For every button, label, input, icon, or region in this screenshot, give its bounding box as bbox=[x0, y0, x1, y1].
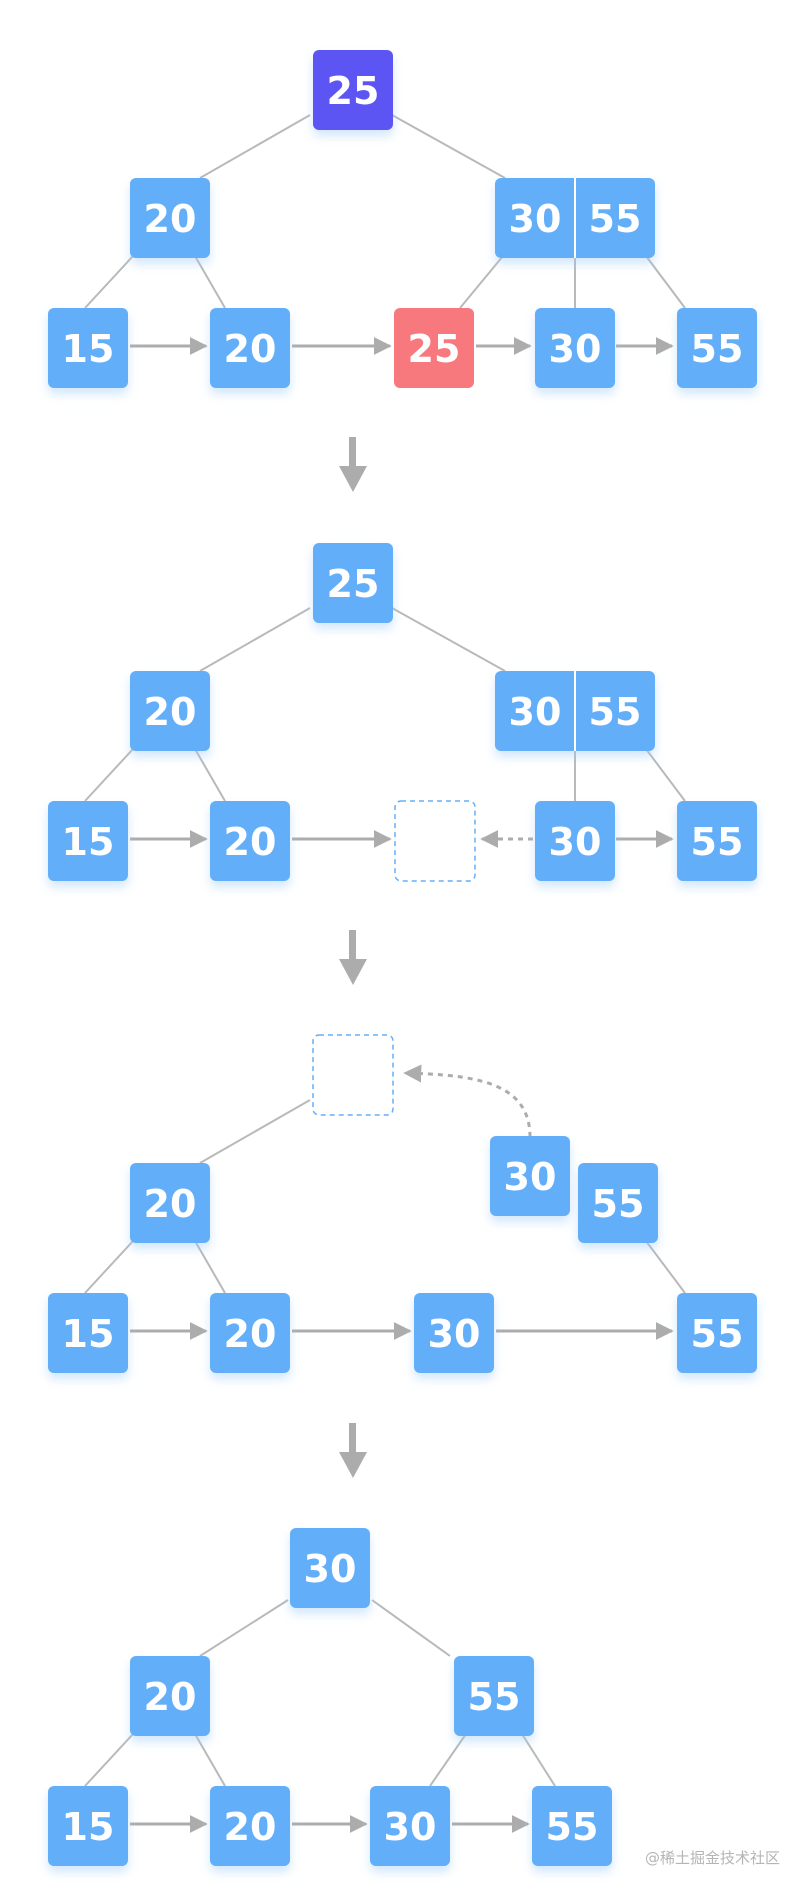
edge bbox=[84, 748, 134, 802]
node-key: 25 bbox=[408, 327, 461, 371]
node-key: 15 bbox=[62, 1312, 115, 1356]
edge bbox=[84, 255, 134, 309]
stage-3-edges bbox=[84, 1099, 686, 1294]
transition-arrow-down bbox=[339, 437, 367, 492]
edge bbox=[199, 607, 311, 672]
edge bbox=[199, 114, 311, 179]
internal-node: 20 bbox=[130, 1163, 210, 1243]
node-key: 30 bbox=[428, 1312, 481, 1356]
edge bbox=[199, 1099, 311, 1164]
edge bbox=[391, 607, 506, 672]
edge bbox=[371, 1599, 451, 1657]
move-up-dashed-arrow bbox=[403, 1064, 532, 1138]
leaf-node: 20 bbox=[210, 801, 290, 881]
node-key: 15 bbox=[62, 820, 115, 864]
root-node: 30 bbox=[290, 1528, 370, 1608]
internal-node: 20 bbox=[130, 671, 210, 751]
node-key: 20 bbox=[144, 197, 197, 241]
leaf-node: 55 bbox=[677, 1293, 757, 1373]
node-key: 30 bbox=[549, 820, 602, 864]
stage-1-edges bbox=[84, 114, 686, 309]
leaf-node: 15 bbox=[48, 308, 128, 388]
watermark-text: @稀土掘金技术社区 bbox=[644, 1849, 780, 1867]
leaf-node: 55 bbox=[677, 801, 757, 881]
stage-4-edges bbox=[84, 1599, 556, 1787]
root-node: 25 bbox=[313, 543, 393, 623]
node-key: 55 bbox=[468, 1675, 521, 1719]
edge bbox=[194, 255, 226, 309]
leaf-node: 15 bbox=[48, 1293, 128, 1373]
node-key: 30 bbox=[509, 197, 562, 241]
node-key: 30 bbox=[304, 1547, 357, 1591]
node-key: 20 bbox=[224, 1312, 277, 1356]
node-key: 55 bbox=[589, 690, 642, 734]
transition-arrow-down bbox=[339, 1423, 367, 1478]
edge bbox=[521, 1733, 556, 1787]
internal-node: 55 bbox=[578, 1163, 658, 1243]
stage-4: 30 20 55 15 20 30 55 bbox=[48, 1528, 612, 1866]
node-key: 30 bbox=[384, 1805, 437, 1849]
leaf-placeholder bbox=[394, 800, 476, 882]
node-key: 55 bbox=[691, 1312, 744, 1356]
node-key: 20 bbox=[224, 327, 277, 371]
leaf-node-highlight: 25 bbox=[394, 308, 474, 388]
leaf-node: 30 bbox=[414, 1293, 494, 1373]
edge bbox=[194, 1733, 226, 1787]
node-key: 15 bbox=[62, 327, 115, 371]
edge bbox=[645, 255, 686, 309]
stage-2: 25 20 30 55 15 20 30 55 bbox=[48, 543, 757, 882]
root-placeholder bbox=[312, 1034, 394, 1116]
transition-arrow-down bbox=[339, 930, 367, 985]
edge bbox=[429, 1733, 467, 1787]
node-key: 20 bbox=[144, 1182, 197, 1226]
node-key: 20 bbox=[144, 1675, 197, 1719]
leaf-node: 55 bbox=[677, 308, 757, 388]
internal-node: 20 bbox=[130, 178, 210, 258]
node-key: 55 bbox=[691, 327, 744, 371]
edge bbox=[199, 1599, 289, 1657]
edge bbox=[459, 255, 504, 309]
leaf-node: 30 bbox=[370, 1786, 450, 1866]
leaf-node: 15 bbox=[48, 1786, 128, 1866]
edge bbox=[84, 1240, 134, 1294]
internal-node: 20 bbox=[130, 1656, 210, 1736]
node-key: 30 bbox=[504, 1155, 557, 1199]
edge bbox=[645, 748, 686, 802]
node-key: 20 bbox=[224, 820, 277, 864]
edge bbox=[194, 1240, 226, 1294]
edge bbox=[84, 1733, 134, 1787]
edge bbox=[645, 1240, 686, 1294]
node-key: 55 bbox=[691, 820, 744, 864]
leaf-node: 20 bbox=[210, 1293, 290, 1373]
root-node: 25 bbox=[313, 50, 393, 130]
internal-node: 55 bbox=[454, 1656, 534, 1736]
node-key: 25 bbox=[327, 562, 380, 606]
leaf-node: 20 bbox=[210, 1786, 290, 1866]
internal-node: 30 55 bbox=[495, 671, 655, 751]
leaf-node: 55 bbox=[532, 1786, 612, 1866]
node-key: 15 bbox=[62, 1805, 115, 1849]
stage-1: 25 20 30 55 15 20 25 30 bbox=[48, 50, 757, 388]
internal-node: 30 55 bbox=[495, 178, 655, 258]
node-key: 25 bbox=[327, 69, 380, 113]
node-key: 30 bbox=[509, 690, 562, 734]
node-key: 20 bbox=[144, 690, 197, 734]
leaf-node: 30 bbox=[535, 308, 615, 388]
stage-3: 20 30 55 15 20 30 55 bbox=[48, 1034, 757, 1373]
leaf-node: 20 bbox=[210, 308, 290, 388]
node-key: 55 bbox=[592, 1182, 645, 1226]
node-key: 55 bbox=[589, 197, 642, 241]
edge bbox=[391, 114, 506, 179]
internal-node: 30 bbox=[490, 1136, 570, 1216]
edge bbox=[194, 748, 226, 802]
node-key: 55 bbox=[546, 1805, 599, 1849]
leaf-node: 30 bbox=[535, 801, 615, 881]
stage-2-edges bbox=[84, 607, 686, 802]
node-key: 20 bbox=[224, 1805, 277, 1849]
node-key: 30 bbox=[549, 327, 602, 371]
leaf-node: 15 bbox=[48, 801, 128, 881]
